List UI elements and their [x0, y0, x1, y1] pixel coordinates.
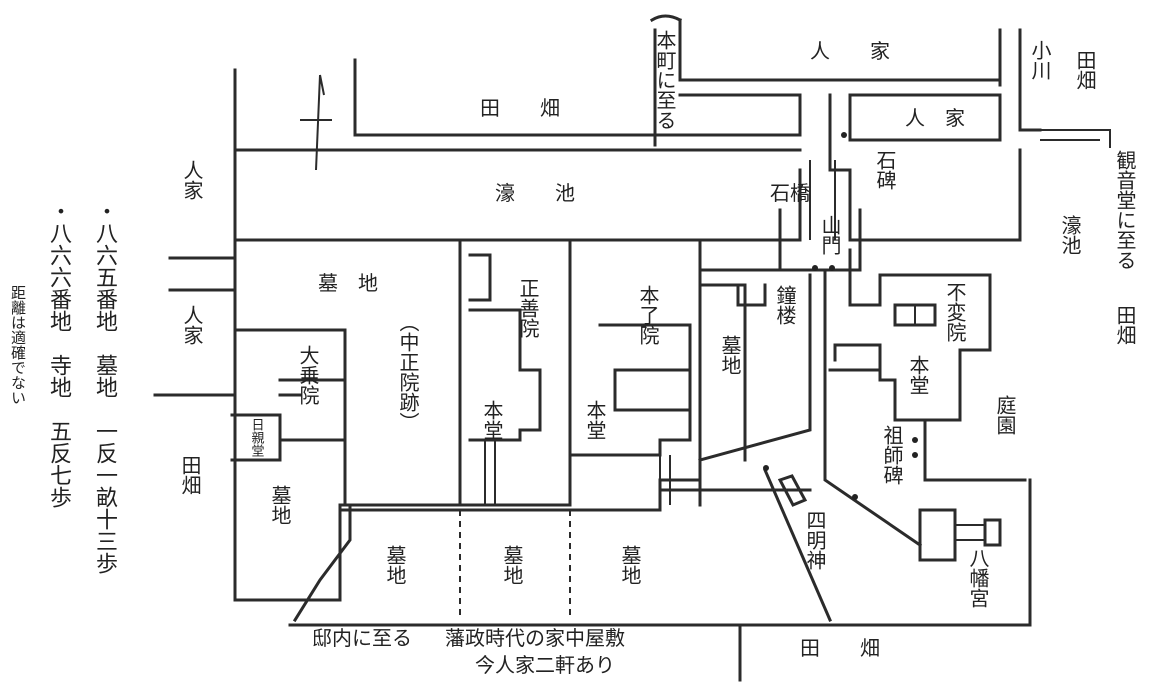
- label-denbata-bottom: 田 畑: [800, 636, 880, 660]
- label-bochi-col: 墓地: [718, 335, 742, 375]
- label-gouchi-right: 濠池: [1058, 215, 1082, 255]
- label-denbata-right: 田畑: [1113, 305, 1137, 345]
- label-bochi-b3: 墓地: [618, 545, 642, 585]
- note-line2: ・八六六番地 寺地 五反七歩: [46, 200, 71, 508]
- label-denbata-left: 田畑: [178, 455, 202, 495]
- label-ogawa: 小川: [1028, 40, 1052, 80]
- label-hondo-fuhen: 本堂: [906, 355, 930, 395]
- label-shoro: 鐘楼: [773, 285, 797, 325]
- label-hondo-shozen: 本堂: [480, 400, 504, 440]
- map-lines: [153, 14, 1111, 682]
- label-kannondo: 観音堂に至る: [1113, 150, 1137, 270]
- label-sekihi: 石碑: [873, 150, 897, 190]
- label-denbata-top: 田 畑: [480, 96, 560, 120]
- label-jinka-mid: 人 家: [905, 106, 965, 130]
- label-nisshin-do: 日親堂: [249, 418, 265, 457]
- label-soshi-hi: 祖師碑: [880, 425, 904, 485]
- label-fuhen-in: 不変院: [943, 282, 967, 342]
- label-imajinka: 今人家二軒あり: [475, 653, 615, 677]
- label-bochi-b1: 墓地: [383, 545, 407, 585]
- label-chusho-ato: （中正院跡）: [396, 312, 420, 432]
- label-honmachi: 本町に至る: [653, 30, 677, 130]
- label-shozen-in: 正善院: [516, 278, 540, 338]
- label-jinka-left1: 人家: [180, 160, 204, 200]
- label-hondo-honryo: 本堂: [583, 400, 607, 440]
- label-hachimangu: 八幡宮: [966, 548, 990, 608]
- label-sanmon: 山門: [818, 215, 842, 255]
- label-bochi-left: 墓地: [268, 485, 292, 525]
- label-jinka-top: 人 家: [810, 39, 890, 63]
- label-gouchi: 濠 池: [495, 181, 575, 205]
- note-line1: ・八六五番地 墓地 一反一畝十三歩: [92, 200, 117, 574]
- label-ishibashi: 石橋: [770, 181, 810, 205]
- label-denbata-tr: 田畑: [1073, 50, 1097, 90]
- label-honryo-in: 本了院: [636, 285, 660, 345]
- note-line3: 距離は適確でない: [9, 285, 27, 405]
- label-hanseijidai: 藩政時代の家中屋敷: [445, 626, 625, 650]
- label-yonmyojin: 四明神: [803, 510, 827, 570]
- label-jinka-left2: 人家: [180, 305, 204, 345]
- label-teinai: 邸内に至る: [312, 626, 412, 650]
- label-daijo-in: 大乗院: [296, 345, 320, 405]
- label-teien: 庭園: [993, 395, 1017, 435]
- label-bochi-top: 墓 地: [318, 271, 378, 295]
- label-bochi-b2: 墓地: [500, 545, 524, 585]
